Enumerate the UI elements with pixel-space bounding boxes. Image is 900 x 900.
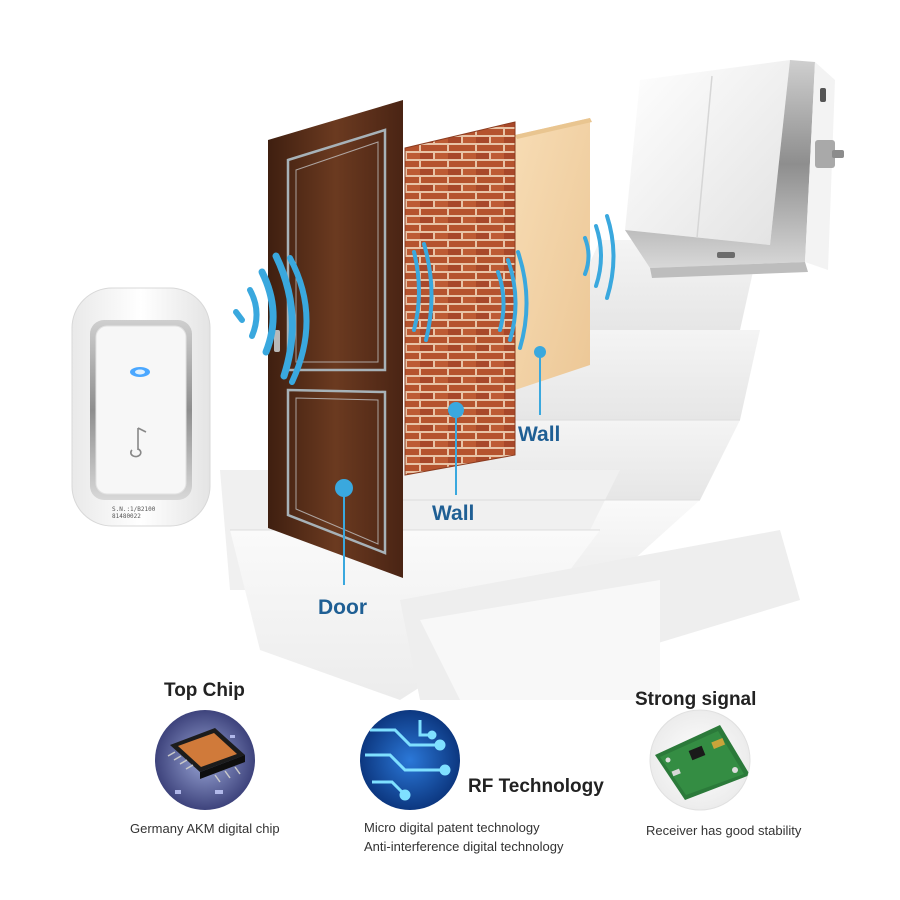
callout-pointers bbox=[335, 346, 546, 585]
door-label: Door bbox=[318, 596, 367, 619]
feature-rf-line-2: Anti-interference digital technology bbox=[364, 839, 564, 854]
wall-front-label: Wall bbox=[432, 502, 475, 525]
feature-chip-title: Top Chip bbox=[164, 680, 245, 701]
feature-rf-title: RF Technology bbox=[468, 776, 604, 797]
feature-rf-line-1: Micro digital patent technology bbox=[364, 820, 540, 835]
feature-chip-desc: Germany AKM digital chip bbox=[130, 819, 280, 838]
receiver-device bbox=[625, 60, 844, 278]
rf-circuit-image bbox=[360, 710, 460, 810]
feature-signal-line: Receiver has good stability bbox=[646, 823, 802, 838]
signal-waves bbox=[233, 214, 616, 385]
feature-rf-desc: Micro digital patent technology Anti-int… bbox=[364, 818, 563, 856]
transmitter-device bbox=[71, 287, 211, 527]
brick-wall bbox=[404, 121, 516, 476]
transmitter-serial: S.N.:1/B2100 81480022 bbox=[112, 506, 155, 520]
feature-signal-title: Strong signal bbox=[635, 689, 757, 710]
plaster-wall bbox=[515, 118, 592, 390]
pcb-image bbox=[649, 709, 751, 811]
wall-back-label: Wall bbox=[518, 423, 561, 446]
feature-signal-desc: Receiver has good stability bbox=[646, 821, 801, 840]
serial-code: 81480022 bbox=[112, 513, 141, 520]
serial-number: S.N.:1/B2100 bbox=[112, 506, 156, 513]
feature-chip-line: Germany AKM digital chip bbox=[130, 821, 280, 836]
chip-image bbox=[155, 710, 255, 810]
